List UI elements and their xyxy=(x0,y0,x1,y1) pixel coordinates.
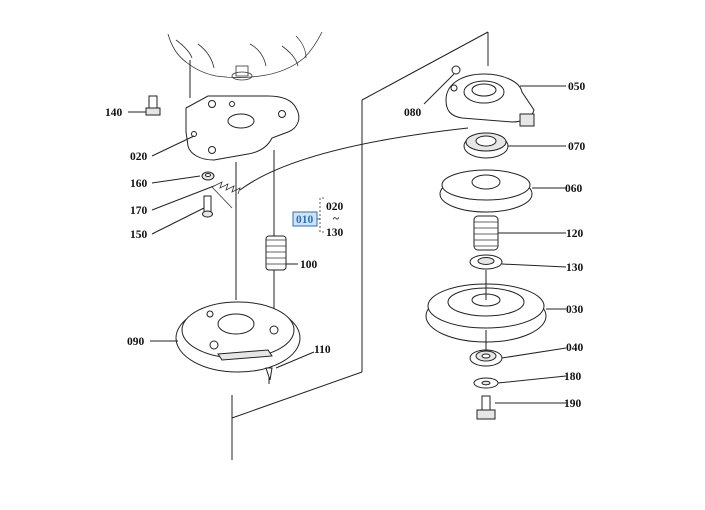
callout-120[interactable]: 120 xyxy=(566,228,584,240)
bracket-end-label: 130 xyxy=(326,227,344,239)
callout-190[interactable]: 190 xyxy=(564,398,582,410)
spring-100 xyxy=(265,235,287,271)
pulley-plate-090 xyxy=(175,301,301,373)
screw-150 xyxy=(202,195,213,218)
callout-030[interactable]: 030 xyxy=(566,304,584,316)
callout-130[interactable]: 130 xyxy=(566,262,584,274)
callout-140[interactable]: 140 xyxy=(105,107,123,119)
callout-070[interactable]: 070 xyxy=(568,141,586,153)
washer-180 xyxy=(473,377,499,389)
callout-170[interactable]: 170 xyxy=(130,205,148,217)
bracket-start-label: 020 xyxy=(326,201,344,213)
assembly-frame xyxy=(231,31,489,460)
highlighted-part-box xyxy=(292,211,318,227)
callout-010[interactable]: 010 xyxy=(296,214,314,226)
bolt-190 xyxy=(476,395,496,420)
pulley-060 xyxy=(439,169,533,213)
callout-080[interactable]: 080 xyxy=(404,107,422,119)
engine-housing-outline xyxy=(167,31,323,81)
callout-180[interactable]: 180 xyxy=(564,371,582,383)
callout-labels: 140 020 160 170 150 010 020 ~ 130 100 09… xyxy=(105,81,586,410)
callout-160[interactable]: 160 xyxy=(130,178,148,190)
callout-040[interactable]: 040 xyxy=(566,342,584,354)
bracket-separator: ~ xyxy=(333,213,339,225)
callout-020[interactable]: 020 xyxy=(130,151,148,163)
bracket-plate-020 xyxy=(185,95,300,161)
upper-plate-050 xyxy=(445,65,535,127)
large-pulley-030 xyxy=(425,283,547,343)
spring-170 xyxy=(211,181,241,209)
callout-100[interactable]: 100 xyxy=(300,259,318,271)
washer-130 xyxy=(469,254,503,270)
callout-110[interactable]: 110 xyxy=(314,344,331,356)
callout-050[interactable]: 050 xyxy=(568,81,586,93)
bearing-040 xyxy=(469,349,503,367)
nut-160 xyxy=(201,171,215,181)
bearing-070 xyxy=(463,132,509,159)
callout-090[interactable]: 090 xyxy=(127,336,145,348)
pin-110 xyxy=(265,367,273,381)
callout-150[interactable]: 150 xyxy=(130,229,148,241)
bolt-140 xyxy=(145,95,161,116)
callout-060[interactable]: 060 xyxy=(565,183,583,195)
spring-120 xyxy=(473,215,499,251)
leader-lines xyxy=(128,73,567,404)
cable-line xyxy=(239,127,469,191)
